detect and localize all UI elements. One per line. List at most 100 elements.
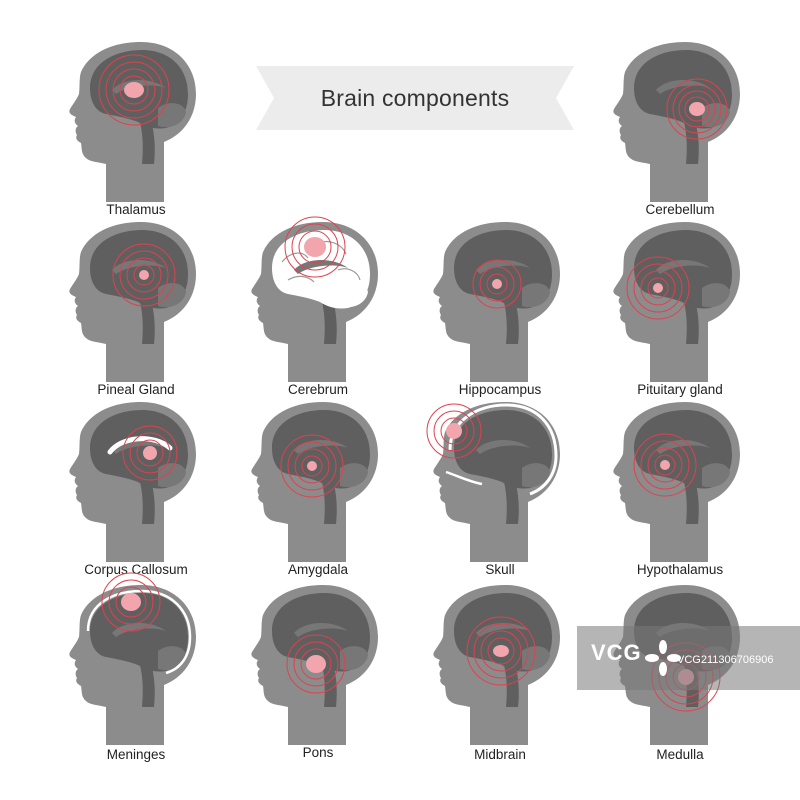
corpus-callosum-shape [476, 439, 530, 454]
panel-label: Thalamus [106, 202, 166, 217]
highlight-ring [678, 90, 716, 128]
highlight-core [446, 423, 462, 439]
highlight-core [139, 270, 149, 280]
head-illustration [69, 42, 196, 202]
highlight-ring [640, 440, 690, 490]
highlight-target [284, 216, 346, 278]
corpus-callosum-shape [112, 259, 166, 274]
head-illustration [613, 222, 740, 382]
highlight-ring [294, 448, 330, 484]
head-illustration [69, 402, 196, 562]
highlight-target [280, 434, 344, 498]
head-illustration [613, 402, 740, 562]
corpus-callosum-shape [476, 259, 530, 274]
highlight-ring [105, 61, 163, 119]
highlight-ring [301, 455, 323, 477]
panel-label: Corpus Callosum [84, 562, 188, 577]
highlight-ring [633, 263, 683, 313]
highlight-ring [115, 586, 147, 618]
highlight-ring [280, 434, 344, 498]
brain-panel: Midbrain [410, 585, 590, 765]
highlight-ring [473, 623, 529, 679]
brain-panel: Pons [228, 585, 408, 765]
head-illustration [69, 222, 196, 382]
highlight-ring [298, 230, 332, 264]
highlight-target [472, 259, 522, 309]
highlight-ring [126, 257, 162, 293]
panel-label: Midbrain [474, 747, 526, 762]
highlight-target [626, 256, 690, 320]
highlight-target [426, 403, 482, 459]
highlight-target [466, 616, 536, 686]
highlight-target [286, 634, 346, 694]
cerebellum-lobe [702, 463, 730, 488]
highlight-core [660, 460, 670, 470]
corpus-callosum-shape [656, 259, 710, 274]
highlight-target [101, 572, 161, 632]
highlight-ring [284, 216, 346, 278]
cerebellum-lobe [158, 463, 186, 488]
cerebellum-lobe [522, 646, 550, 671]
highlight-ring [654, 454, 676, 476]
highlight-ring [647, 447, 683, 483]
head-illustration [426, 402, 560, 562]
highlight-ring [112, 243, 176, 307]
head-illustration [251, 585, 378, 745]
brain-panel: Cerebellum [590, 42, 770, 222]
corpus-callosum-shape [112, 622, 166, 637]
highlight-ring [136, 439, 164, 467]
highlight-ring [479, 266, 515, 302]
highlight-ring [466, 616, 536, 686]
panel-label: Pons [302, 745, 334, 760]
brain-panel: Pituitary gland [590, 222, 770, 402]
cerebellum-lobe [340, 283, 368, 308]
meninges-outline [86, 589, 192, 675]
highlight-core [306, 655, 326, 673]
brain-panel: Pineal Gland [46, 222, 226, 402]
corpus-callosum-shape [294, 622, 348, 637]
cerebrum-folds [281, 241, 361, 283]
head-illustration [613, 42, 740, 202]
head-illustration [251, 402, 378, 562]
corpus-callosum-shape [656, 439, 710, 454]
cerebellum-lobe [340, 646, 368, 671]
highlight-core [492, 279, 502, 289]
highlight-ring [666, 78, 728, 140]
highlight-ring [293, 641, 339, 687]
highlight-ring [119, 75, 149, 105]
head-illustration [251, 216, 378, 382]
highlight-target [98, 54, 170, 126]
highlight-ring [300, 648, 332, 680]
watermark-logo: VCG [591, 640, 642, 665]
highlight-ring [472, 259, 522, 309]
highlight-target [633, 433, 697, 497]
corpus-callosum-shape [656, 79, 710, 94]
panel-label: Pituitary gland [637, 382, 723, 397]
panel-label: Hypothalamus [636, 562, 724, 577]
watermark-flower-icon [645, 640, 681, 676]
highlight-core [124, 82, 144, 98]
highlight-core [143, 446, 157, 460]
panel-label: Amygdala [287, 562, 349, 577]
brain-panel: Corpus Callosum [46, 402, 226, 582]
corpus-callosum-shape [112, 79, 166, 94]
highlight-ring [647, 277, 669, 299]
callosum-highlight [107, 436, 173, 455]
highlight-ring [122, 425, 178, 481]
highlight-ring [672, 84, 722, 134]
highlight-ring [486, 273, 508, 295]
brain-panel: Thalamus [46, 42, 226, 222]
skull-outline [448, 403, 558, 496]
panel-label: Meninges [106, 747, 166, 762]
highlight-ring [287, 441, 337, 491]
brain-panel: Skull [410, 402, 590, 582]
highlight-target [112, 243, 176, 307]
brain-panel: Hypothalamus [590, 402, 770, 582]
highlight-ring [133, 264, 155, 286]
highlight-ring [108, 579, 154, 625]
panel-label: Pineal Gland [97, 382, 175, 397]
highlight-ring [633, 433, 697, 497]
brain-panel: Hippocampus [410, 222, 590, 402]
cerebellum-lobe [522, 463, 550, 488]
